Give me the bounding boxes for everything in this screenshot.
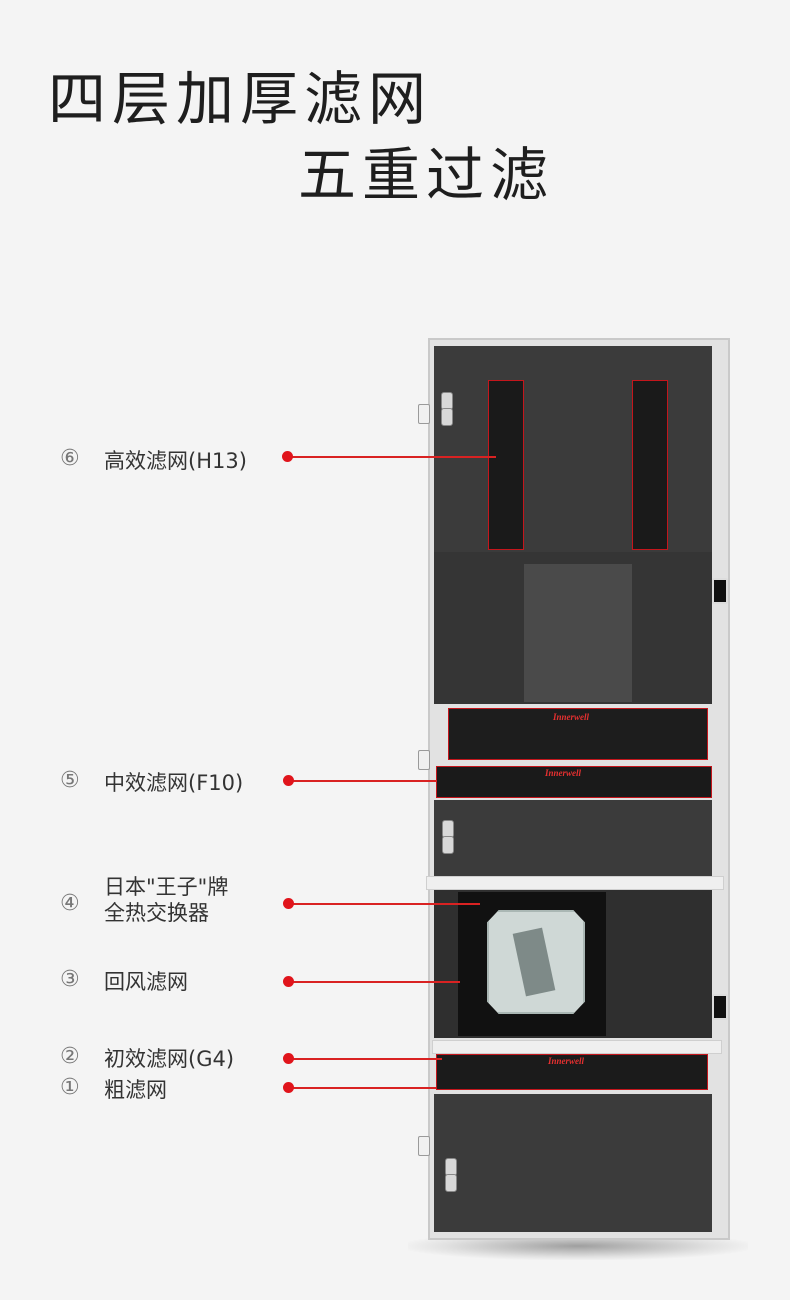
callout-medium-filter: ⑤ 中效滤网(F10) <box>60 767 243 797</box>
medium-filter-label-panel <box>448 708 708 760</box>
callout-text: 粗滤网 <box>104 1078 167 1102</box>
number-badge: ⑥ <box>60 446 80 471</box>
brand-logo: Innerwell <box>545 768 582 778</box>
callout-text: 初效滤网(G4) <box>104 1047 235 1071</box>
callout-heat-exchanger: ④ 日本"王子"牌 全热交换器 <box>60 874 228 926</box>
number-badge: ① <box>60 1075 80 1100</box>
number-badge: ③ <box>60 967 80 992</box>
latch-icon <box>712 994 728 1020</box>
fan-plate <box>524 564 632 702</box>
marker-dot-icon <box>283 1053 294 1064</box>
callout-text-line1: 日本"王子"牌 <box>104 875 229 899</box>
leader-line <box>292 780 437 782</box>
callout-hepa-filter: ⑥ 高效滤网(H13) <box>60 445 247 475</box>
hinge-icon <box>445 1174 457 1192</box>
callout-text: 中效滤网(F10) <box>104 771 244 795</box>
medium-filter <box>436 766 712 798</box>
marker-dot-icon <box>282 451 293 462</box>
hinge-icon <box>442 836 454 854</box>
brand-logo: Innerwell <box>548 1056 585 1066</box>
handle-icon <box>418 404 430 424</box>
hepa-filter-right <box>632 380 668 550</box>
support-rail <box>432 1040 722 1054</box>
marker-dot-icon <box>283 1082 294 1093</box>
leader-line <box>292 1058 442 1060</box>
marker-dot-icon <box>283 898 294 909</box>
number-badge: ⑤ <box>60 768 80 793</box>
headline-line2: 五重过滤 <box>298 141 555 209</box>
hepa-compartment <box>434 346 712 552</box>
heat-exchanger-core <box>487 910 585 1014</box>
hepa-filter-left <box>488 380 524 550</box>
handle-icon <box>418 1136 430 1156</box>
marker-dot-icon <box>283 775 294 786</box>
latch-icon <box>712 578 728 604</box>
hinge-icon <box>441 408 453 426</box>
leader-line <box>292 981 460 983</box>
access-door-upper <box>434 800 712 876</box>
marker-dot-icon <box>283 976 294 987</box>
primary-filter <box>436 1054 708 1090</box>
leader-line <box>292 1087 436 1089</box>
leader-line <box>290 456 496 458</box>
number-badge: ② <box>60 1044 80 1069</box>
support-rail <box>426 876 724 890</box>
callout-return-air-filter: ③ 回风滤网 <box>60 966 188 996</box>
callout-text: 高效滤网(H13) <box>104 449 247 473</box>
headline-line1: 四层加厚滤网 <box>48 65 433 133</box>
brand-logo: Innerwell <box>553 712 590 722</box>
handle-icon <box>418 750 430 770</box>
callout-text-line2: 全热交换器 <box>104 901 209 925</box>
access-door-lower <box>434 1094 712 1232</box>
callout-primary-filter: ② 初效滤网(G4) <box>60 1043 234 1073</box>
callout-text: 回风滤网 <box>104 970 188 994</box>
leader-line <box>292 903 480 905</box>
callout-coarse-filter: ① 粗滤网 <box>60 1074 167 1104</box>
number-badge: ④ <box>60 891 80 916</box>
